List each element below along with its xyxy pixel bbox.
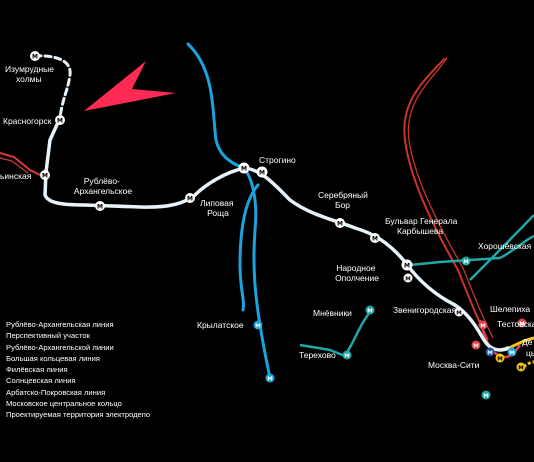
bkl-line [299, 214, 534, 358]
station-icon: М [335, 218, 345, 228]
legend-item: Филёвская линия [6, 365, 68, 375]
legend-item: Московское центральное кольцо [6, 399, 122, 409]
svg-text:М: М [241, 166, 247, 173]
station-label-karbysheva: Бульвар Генерала Карбышева [385, 216, 460, 236]
station-icon: М [507, 347, 517, 357]
station-label-testovskaya: Тестовская [497, 319, 534, 329]
legend-item: Рублёво-Архангельской линии [6, 342, 114, 352]
svg-text:М: М [187, 196, 193, 203]
station-label-serebryany: Серебряный Бор [318, 190, 370, 210]
svg-text:М: М [473, 343, 478, 349]
red-line [403, 57, 494, 341]
depot-arrow [84, 61, 176, 111]
station-icon: М [30, 51, 40, 61]
station-icon: М [55, 115, 65, 125]
legend-item: Арбатско-Покровская линия [6, 387, 106, 397]
svg-text:М: М [344, 353, 349, 359]
legend-item: Перспективный участок [6, 331, 90, 341]
svg-text:М: М [518, 365, 523, 371]
station-icon: М [40, 170, 50, 180]
station-label-shelepikha: Шелепиха [490, 304, 530, 314]
station-label-mnevniki: Мнёвники [313, 308, 352, 318]
svg-text:М: М [405, 276, 410, 282]
station-label-tsy: цы [526, 348, 534, 358]
red-line-left [0, 152, 41, 176]
station-icon: М [495, 353, 505, 363]
station-label-rublevo: Рублёво- Архангельское [74, 176, 132, 196]
station-icon: М [516, 362, 526, 372]
station-icon: М [185, 193, 195, 203]
legend: Рублёво-Архангельская линия Перспективны… [6, 319, 150, 421]
station-icon: М [342, 350, 352, 360]
station-icon: М [253, 320, 263, 330]
station-label-zvenigorodskaya: Звенигородская [393, 305, 456, 315]
svg-text:М: М [255, 323, 260, 329]
station-icon: М [485, 347, 495, 357]
station-label-de: Де [522, 337, 533, 347]
station-label-krasnogorsk: Красногорск [3, 116, 52, 126]
svg-text:М: М [456, 310, 461, 316]
svg-text:М: М [509, 350, 514, 356]
station-label-moskva-city: Москва-Сити [428, 360, 480, 370]
station-label-terekhovo: Терехово [299, 350, 336, 360]
station-icon: М [265, 373, 275, 383]
station-icon: М [403, 273, 413, 283]
legend-item: Рублёво-Архангельская линия [6, 320, 114, 329]
svg-text:М: М [32, 54, 38, 61]
svg-text:М: М [57, 118, 63, 125]
station-icon: М [256, 166, 268, 178]
prospective-line [33, 54, 72, 120]
station-labels: Изумрудные холмы Красногорск ьинская Руб… [0, 64, 534, 370]
station-label-pyatnitskaya: ьинская [0, 171, 32, 181]
legend-item: Проектируемая территория электродепо [6, 410, 151, 420]
filevskaya-line [186, 42, 272, 380]
svg-text:М: М [97, 204, 103, 211]
svg-text:М: М [487, 350, 492, 356]
station-label-strogino: Строгино [259, 155, 296, 165]
station-label-krylatskoe: Крылатское [197, 320, 244, 330]
svg-text:М: М [372, 236, 378, 243]
svg-text:М: М [483, 393, 488, 399]
station-markers: М М М М М М М М М М М М М М М М М М М М … [30, 51, 527, 400]
svg-text:М: М [337, 221, 343, 228]
station-icon: М [365, 305, 375, 315]
station-label-narodnoe: Народное Ополчение [335, 263, 379, 283]
station-icon: М [471, 340, 481, 350]
svg-text:М: М [480, 323, 485, 329]
svg-text:М: М [267, 376, 272, 382]
svg-text:М: М [367, 308, 372, 314]
svg-text:М: М [259, 170, 265, 177]
station-icon: М [478, 320, 488, 330]
station-icon: М [517, 318, 527, 328]
svg-text:М: М [42, 173, 48, 180]
legend-item: Большая кольцевая линия [6, 353, 100, 363]
station-icon: М [481, 390, 491, 400]
station-icon: М [370, 233, 380, 243]
rublevo-line [43, 116, 510, 352]
svg-text:М: М [497, 356, 502, 362]
svg-text:М: М [519, 321, 524, 327]
station-label-lipovaya: Липовая Роща [200, 198, 236, 218]
station-icon: М [238, 162, 250, 174]
station-icon: М [95, 201, 105, 211]
station-icon: М [461, 256, 471, 266]
svg-text:М: М [404, 263, 410, 270]
station-label-izumrudnye: Изумрудные холмы [5, 64, 56, 84]
station-icon: М [401, 259, 413, 271]
station-icon: М [454, 307, 464, 317]
legend-item: Солнцевская линия [6, 376, 76, 386]
svg-text:М: М [463, 259, 468, 265]
station-label-khoroshevskaya: Хорошёвская [478, 241, 532, 251]
